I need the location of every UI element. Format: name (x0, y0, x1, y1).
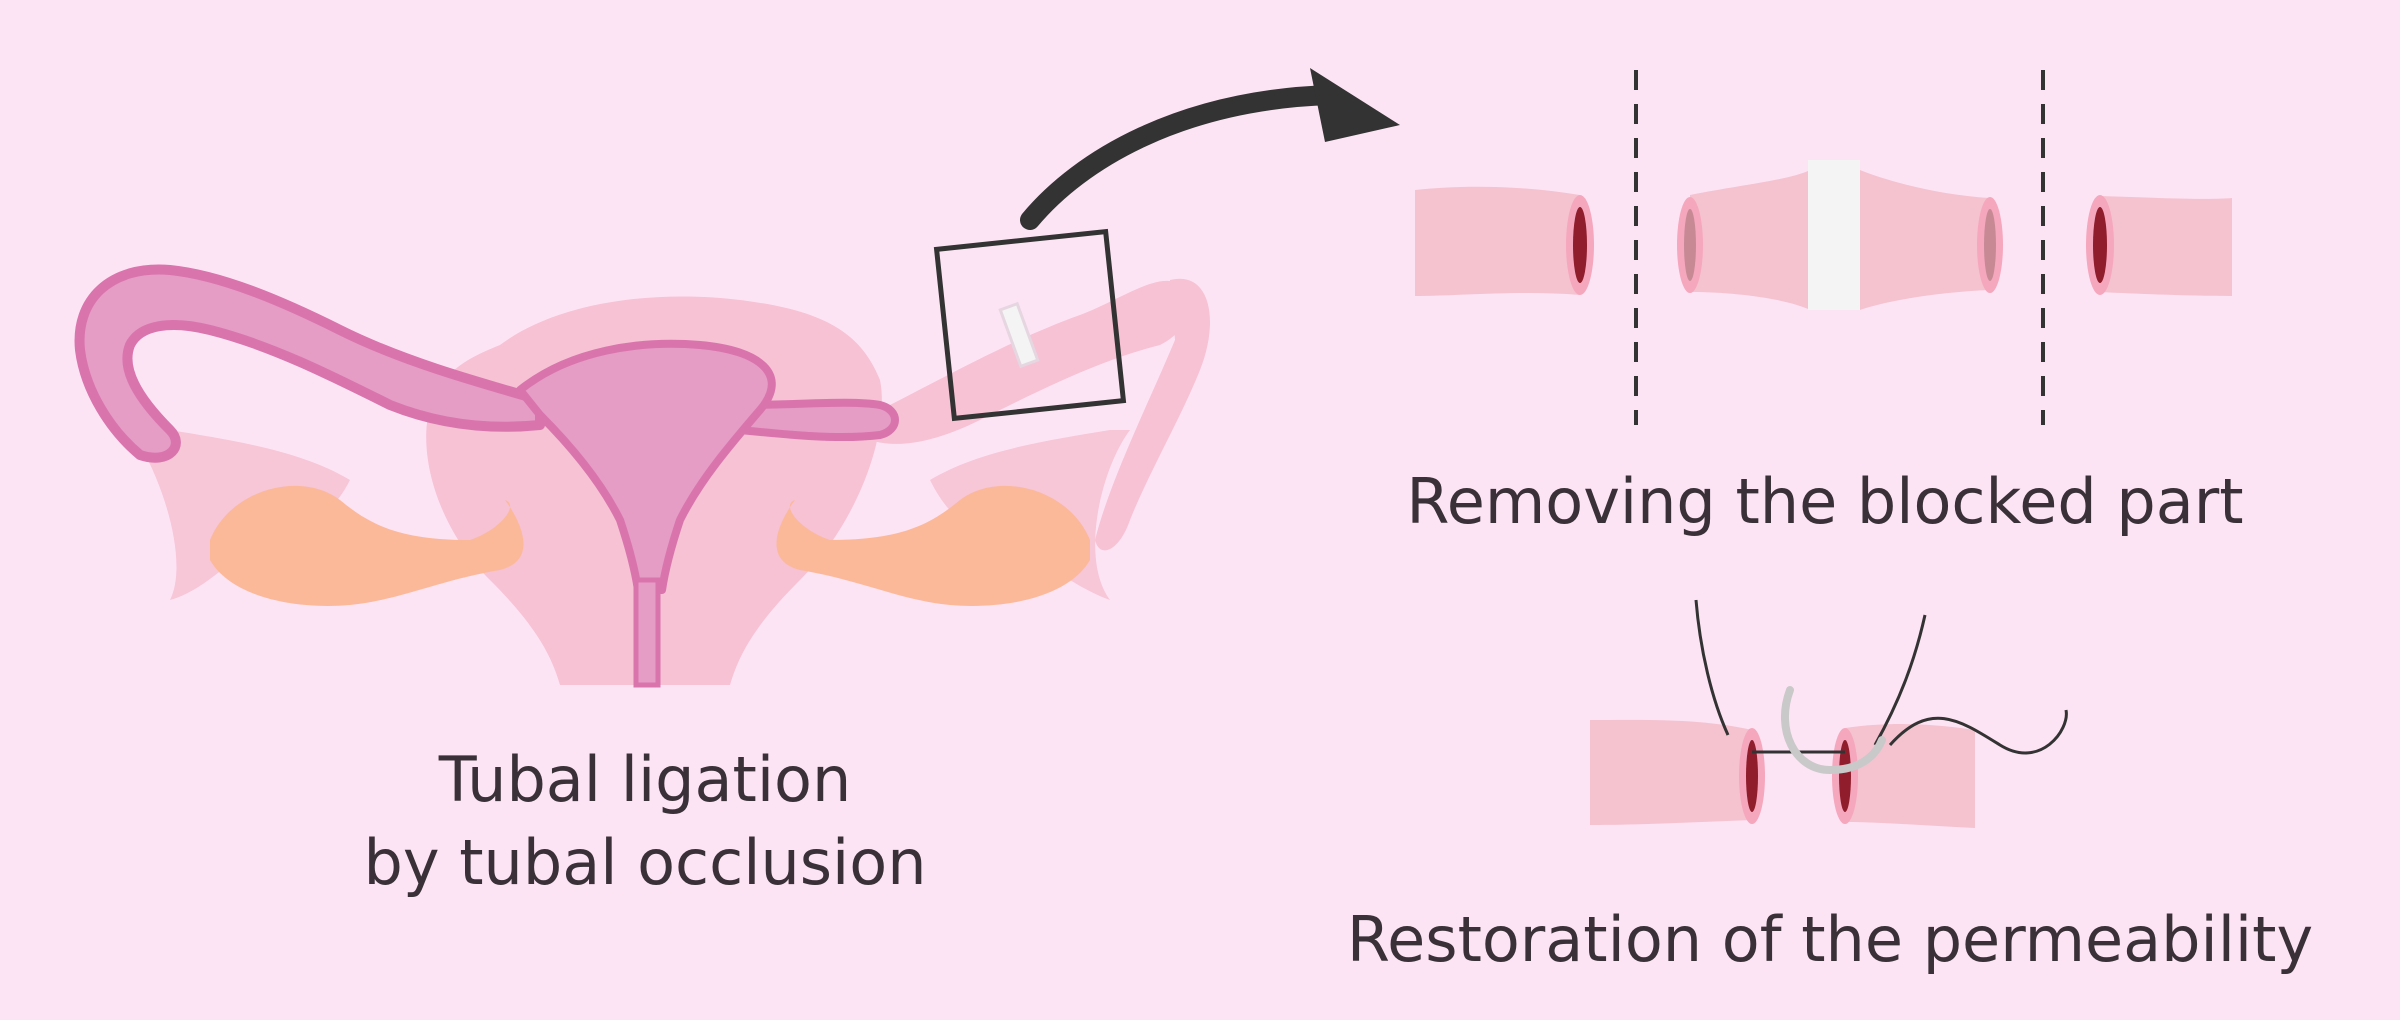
rejoin-segment-left (1590, 719, 1752, 825)
caption-removing: Removing the blocked part (1406, 465, 2244, 538)
caption-tubal-ligation: Tubal ligation by tubal occlusion (280, 738, 1010, 904)
restoration-illustration (1590, 599, 2068, 828)
removal-illustration (1415, 70, 2232, 425)
suture-thread-right (1873, 614, 1927, 746)
uterus-illustration (74, 228, 1210, 688)
caption-tubal-ligation-line1: Tubal ligation (438, 743, 852, 816)
tube-segment-left (1415, 186, 1580, 296)
cervical-canal (633, 577, 661, 688)
suture-tail (1888, 709, 2068, 755)
rejoin-segment-right (1845, 724, 1975, 828)
right-fallopian-tube (736, 398, 899, 442)
tubal-clip (998, 301, 1040, 369)
arrow-head-icon (1310, 68, 1400, 142)
removed-clip (1808, 160, 1860, 310)
suture-thread-left (1694, 599, 1730, 736)
right-tube-curl (1095, 278, 1210, 551)
caption-tubal-ligation-line2: by tubal occlusion (363, 826, 927, 900)
zoom-arrow (1020, 68, 1400, 230)
tube-lumen-right (2093, 207, 2107, 283)
right-ovary (776, 485, 1090, 606)
caption-restoration: Restoration of the permeability (1346, 903, 2314, 976)
tube-lumen-middle-right (1984, 209, 1996, 281)
rejoin-lumen-right (1839, 740, 1851, 812)
uterus-cavity (516, 339, 776, 594)
tube-lumen-left (1573, 207, 1587, 283)
left-fallopian-tube (74, 264, 545, 463)
tube-lumen-middle-left (1684, 209, 1696, 281)
rejoin-lumen-left (1746, 740, 1758, 812)
left-ovary (210, 485, 524, 606)
zoom-selection-box (933, 228, 1127, 422)
arrow-shaft (1020, 85, 1340, 230)
suture-needle-icon (1781, 686, 1886, 775)
tube-segment-right (2100, 196, 2232, 296)
